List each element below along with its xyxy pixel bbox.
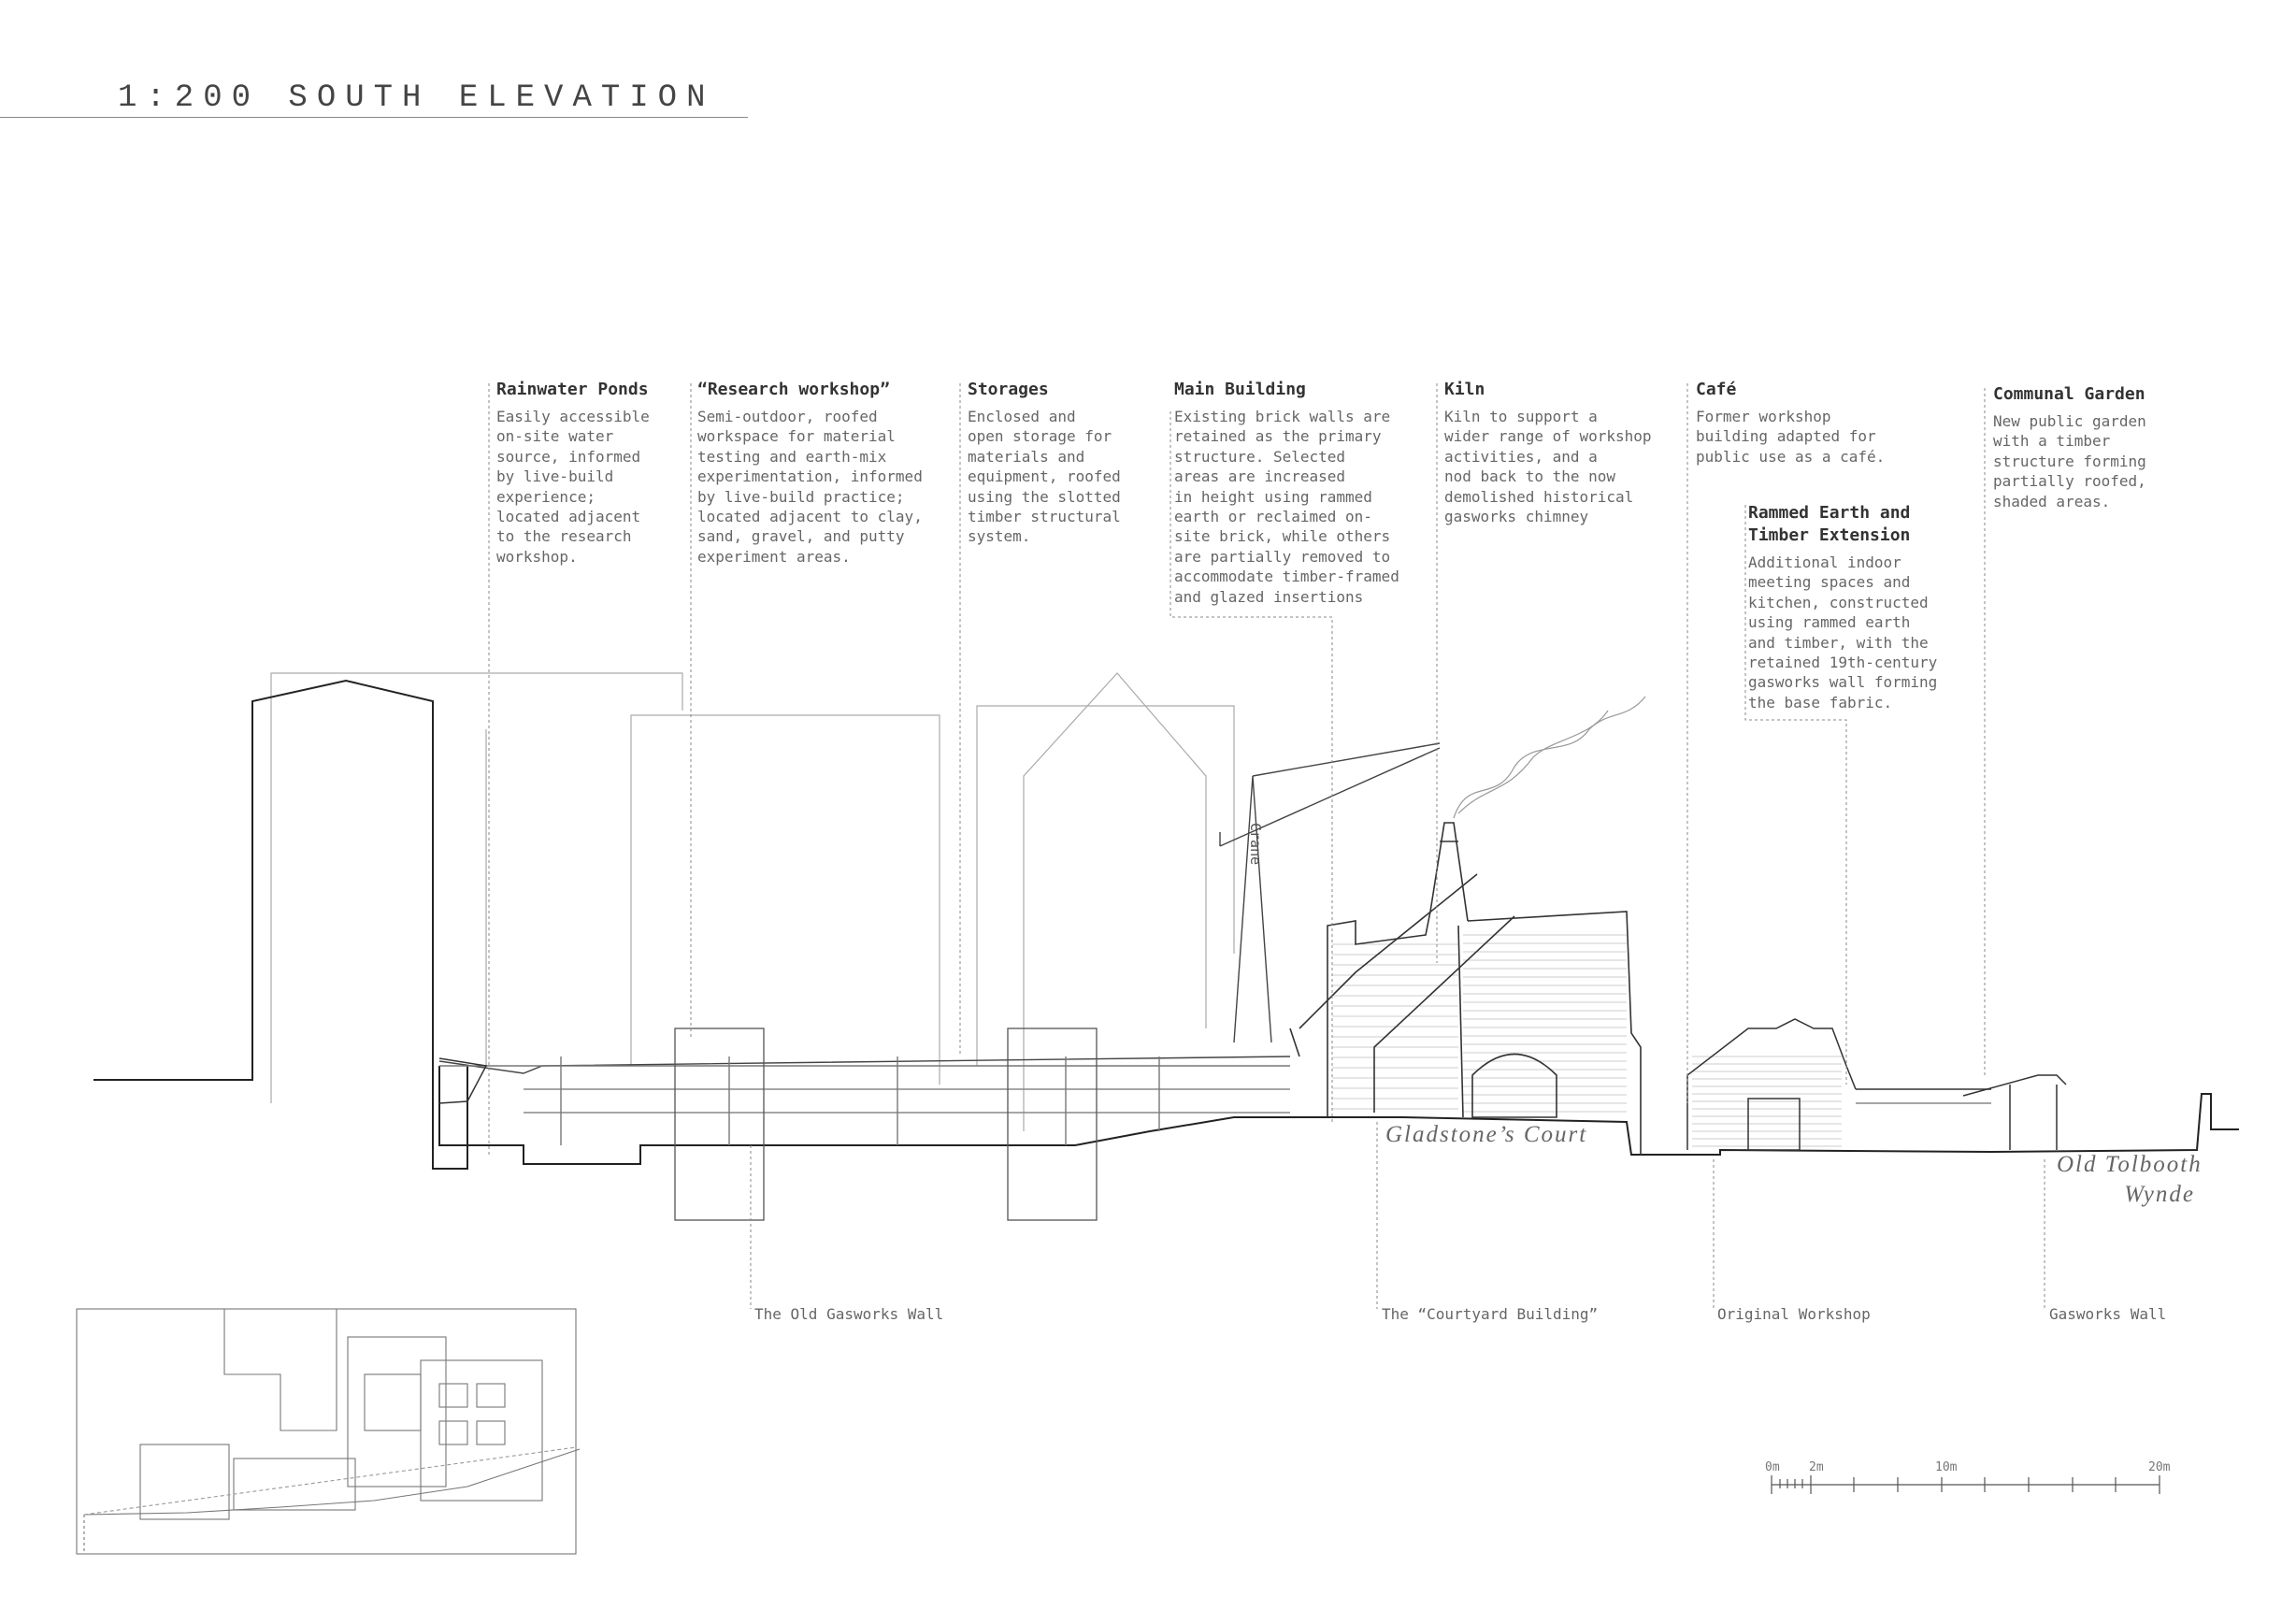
scale-label-2m: 2m <box>1809 1460 1824 1474</box>
kiln-chimney <box>1429 822 1469 922</box>
place-wynde: Wynde <box>2124 1182 2195 1207</box>
label-old-gasworks-wall: The Old Gasworks Wall <box>754 1305 944 1323</box>
scale-bar <box>1771 1475 2160 1494</box>
title-underline <box>0 117 748 118</box>
annotation-research-workshop: “Research workshop” Semi-outdoor, roofed… <box>697 379 959 567</box>
section-hatch <box>1332 934 1842 1147</box>
ground-line <box>438 1066 2239 1165</box>
scale-label-10m: 10m <box>1935 1460 1958 1474</box>
label-courtyard-building: The “Courtyard Building” <box>1382 1305 1599 1323</box>
place-gladstones-court: Gladstone’s Court <box>1385 1122 1588 1147</box>
rainwater-pond <box>438 1057 488 1104</box>
workshop-roof <box>438 1056 1291 1145</box>
place-old-tolbooth: Old Tolbooth <box>2057 1152 2203 1177</box>
annotation-heading: Communal Garden <box>1993 384 2145 404</box>
annotation-heading: “Research workshop” <box>697 380 890 399</box>
annotation-rammed-earth-extension: Rammed Earth and Timber Extension Additi… <box>1748 502 1954 712</box>
scale-label-20m: 20m <box>2148 1460 2171 1474</box>
leader-lines <box>488 383 2045 1309</box>
drawing-title: 1:200 SOUTH ELEVATION <box>118 80 715 116</box>
label-gasworks-wall: Gasworks Wall <box>2049 1305 2167 1323</box>
garden-structure <box>1962 1074 2067 1150</box>
cafe-building <box>1686 1018 1991 1151</box>
chimney-smoke <box>1453 696 1646 819</box>
annotation-heading: Kiln <box>1444 380 1485 399</box>
annotation-heading: Rammed Earth and Timber Extension <box>1748 503 1911 545</box>
overlay-boxes <box>674 1028 1098 1221</box>
annotation-heading: Rainwater Ponds <box>496 380 649 399</box>
annotation-heading: Café <box>1696 380 1737 399</box>
annotation-heading: Storages <box>968 380 1049 399</box>
scale-label-0m: 0m <box>1765 1460 1780 1474</box>
crane-label: Crane <box>1247 823 1264 866</box>
main-building <box>1289 873 1642 1155</box>
annotation-heading: Main Building <box>1174 380 1306 399</box>
key-plan <box>76 1308 581 1555</box>
context-buildings <box>270 672 1235 1131</box>
crane <box>1219 742 1441 1043</box>
label-original-workshop: Original Workshop <box>1717 1305 1871 1323</box>
left-tower <box>93 679 468 1170</box>
